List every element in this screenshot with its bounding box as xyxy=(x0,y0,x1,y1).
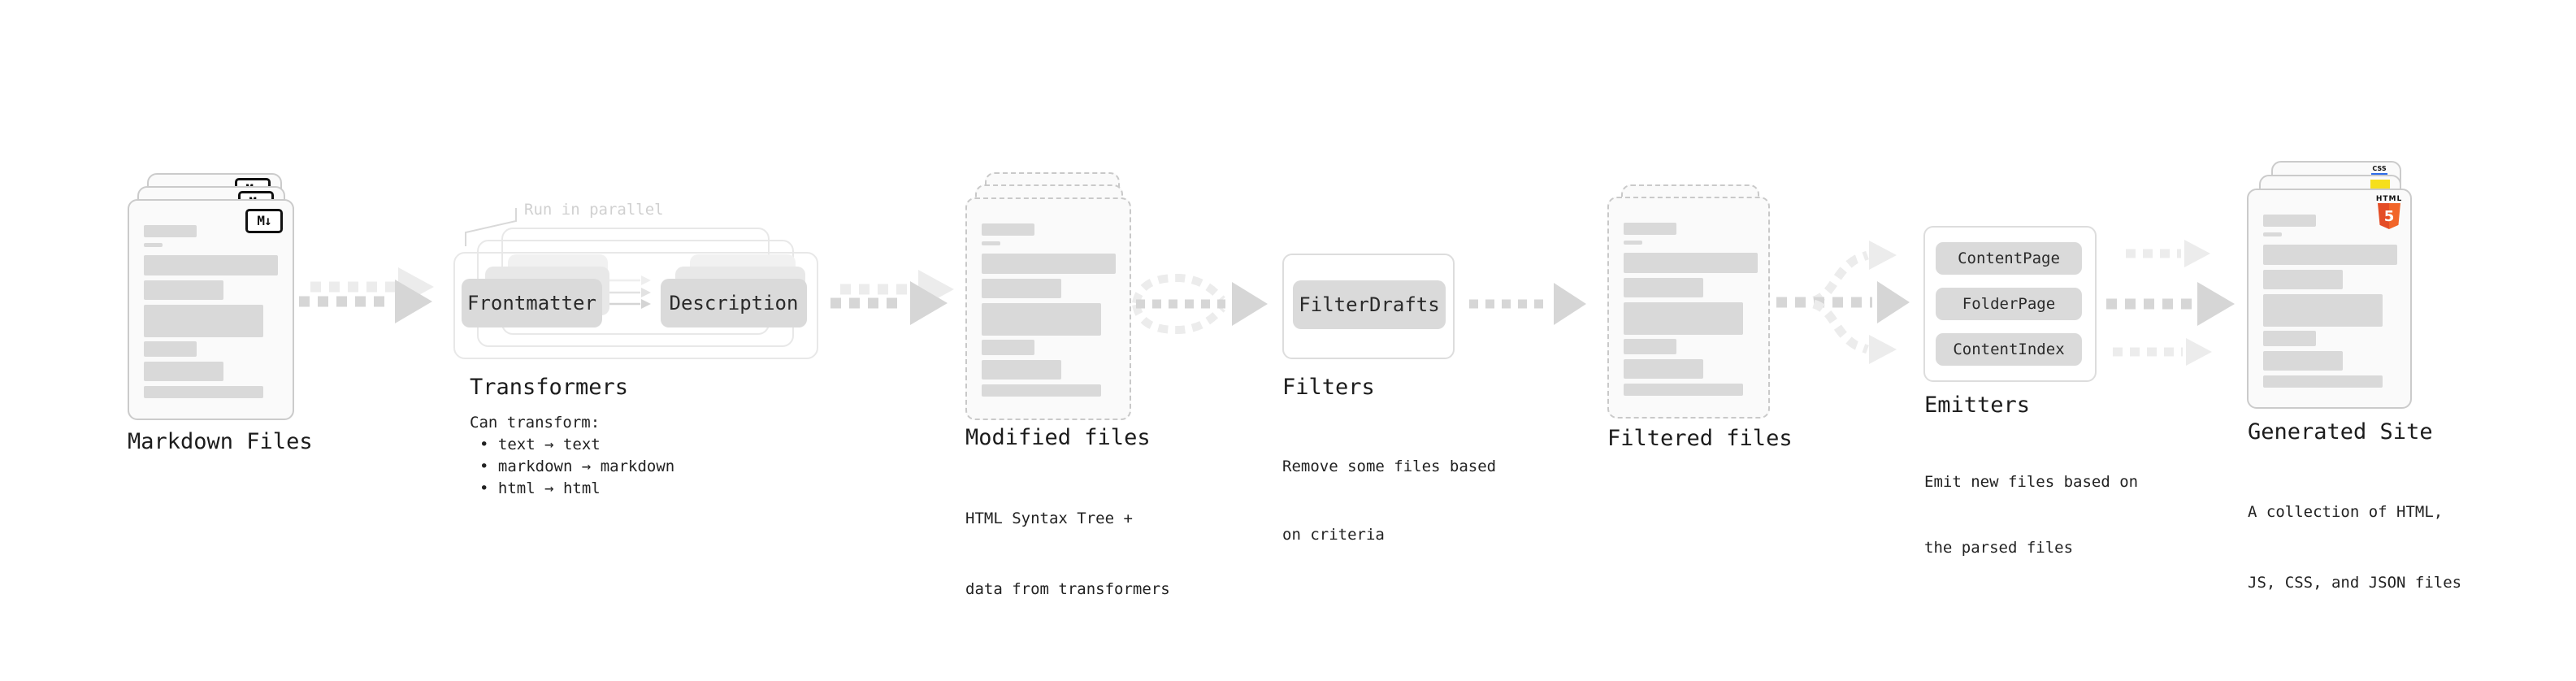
transformers-heading: Transformers xyxy=(470,375,629,400)
arrow-filtered-to-emitters xyxy=(1776,241,1910,364)
folderpage-box: FolderPage xyxy=(1936,288,2082,320)
text-line-bar xyxy=(982,279,1061,298)
text-line-bar xyxy=(2263,375,2383,388)
filterdrafts-box: FilterDrafts xyxy=(1293,280,1446,329)
arrow-transformers-to-modified xyxy=(830,270,954,325)
generated-site-heading: Generated Site xyxy=(2248,419,2433,445)
markdown-files-label: Markdown Files xyxy=(128,429,313,454)
text-line-bar xyxy=(144,386,263,398)
emitters-heading: Emitters xyxy=(1924,393,2031,418)
desc-line: on criteria xyxy=(1282,526,1385,544)
generated-site-desc: A collection of HTML, JS, CSS, and JSON … xyxy=(2248,453,2461,642)
contentpage-box: ContentPage xyxy=(1936,242,2082,275)
html5-icon: HTML 5 xyxy=(2376,195,2402,229)
contentindex-box: ContentIndex xyxy=(1936,333,2082,366)
text-line-bar xyxy=(2263,215,2316,227)
text-line-bar xyxy=(2263,331,2316,346)
transformers-intro: Can transform: xyxy=(470,414,601,432)
desc-line: JS, CSS, and JSON files xyxy=(2248,574,2462,592)
text-line-bar xyxy=(1624,302,1743,335)
filtered-files-heading: Filtered files xyxy=(1607,426,1793,451)
html-file: HTML 5 xyxy=(2247,189,2412,409)
modified-files-heading: Modified files xyxy=(965,425,1151,450)
desc-line: A collection of HTML, xyxy=(2248,503,2444,521)
text-line-bar xyxy=(1624,384,1743,396)
desc-line: HTML Syntax Tree + xyxy=(965,510,1133,527)
filters-desc: Remove some files based on criteria xyxy=(1282,410,1496,592)
html5-shield: 5 xyxy=(2378,203,2400,229)
frontmatter-box: Frontmatter xyxy=(462,279,602,327)
desc-line: Remove some files based xyxy=(1282,458,1497,475)
text-line-bar xyxy=(982,303,1101,336)
text-line-bar xyxy=(982,360,1061,380)
text-line-bar xyxy=(1624,241,1642,245)
arrow-filters-to-filtered xyxy=(1469,283,1586,325)
text-line-bar xyxy=(144,280,223,300)
text-line-bar xyxy=(2263,245,2397,265)
text-line-bar xyxy=(1624,223,1676,235)
arrow-frontmatter-to-description xyxy=(609,275,651,309)
filtered-file-front xyxy=(1607,197,1770,419)
text-line-bar xyxy=(982,223,1034,236)
desc-line: the parsed files xyxy=(1924,539,2074,557)
text-line-bar xyxy=(144,341,197,357)
desc-line: data from transformers xyxy=(965,580,1170,598)
emitters-panel: ContentPage FolderPage ContentIndex xyxy=(1923,226,2097,382)
run-in-parallel-annotation: Run in parallel xyxy=(524,201,664,219)
text-line-bar xyxy=(982,254,1116,274)
filters-heading: Filters xyxy=(1282,375,1375,400)
description-box: Description xyxy=(661,279,807,327)
transformers-bullet-list: • text → text • markdown → markdown • ht… xyxy=(479,434,674,500)
annotation-leader-line xyxy=(465,208,517,246)
transformer-card-front xyxy=(453,252,818,359)
text-line-bar xyxy=(144,243,163,247)
text-line-bar xyxy=(1624,339,1676,354)
text-line-bar xyxy=(144,255,278,275)
text-line-bar xyxy=(982,384,1101,397)
modified-files-desc: HTML Syntax Tree + data from transformer… xyxy=(965,460,1170,648)
bullet-item: • markdown → markdown xyxy=(479,458,675,475)
text-line-bar xyxy=(1624,359,1703,379)
text-line-bar xyxy=(982,241,1000,245)
html5-number: 5 xyxy=(2383,207,2395,225)
arrow-modified-to-filters xyxy=(1132,273,1268,335)
markdown-file-front: M↓ xyxy=(128,199,294,420)
arrow-markdown-to-transformers xyxy=(299,267,434,323)
markdown-icon: M↓ xyxy=(245,209,283,233)
bullet-item: • html → html xyxy=(479,479,601,497)
bullet-item: • text → text xyxy=(479,436,601,453)
text-line-bar xyxy=(144,225,197,237)
text-line-bar xyxy=(2263,351,2343,371)
text-line-bar xyxy=(1624,278,1703,297)
arrow-emitters-to-generated xyxy=(2106,240,2235,366)
text-line-bar xyxy=(982,340,1034,355)
text-line-bar xyxy=(2263,294,2383,327)
emitters-desc: Emit new files based on the parsed files xyxy=(1924,427,2138,603)
filters-panel: FilterDrafts xyxy=(1282,254,1455,359)
html5-icon-label: HTML xyxy=(2375,195,2403,203)
text-line-bar xyxy=(2263,232,2282,236)
modified-file-front xyxy=(965,197,1131,420)
css-icon-label: CSS xyxy=(2372,165,2387,172)
text-line-bar xyxy=(1624,253,1758,273)
text-line-bar xyxy=(144,305,263,337)
desc-line: Emit new files based on xyxy=(1924,473,2139,491)
text-line-bar xyxy=(144,362,223,381)
text-line-bar xyxy=(2263,270,2343,289)
